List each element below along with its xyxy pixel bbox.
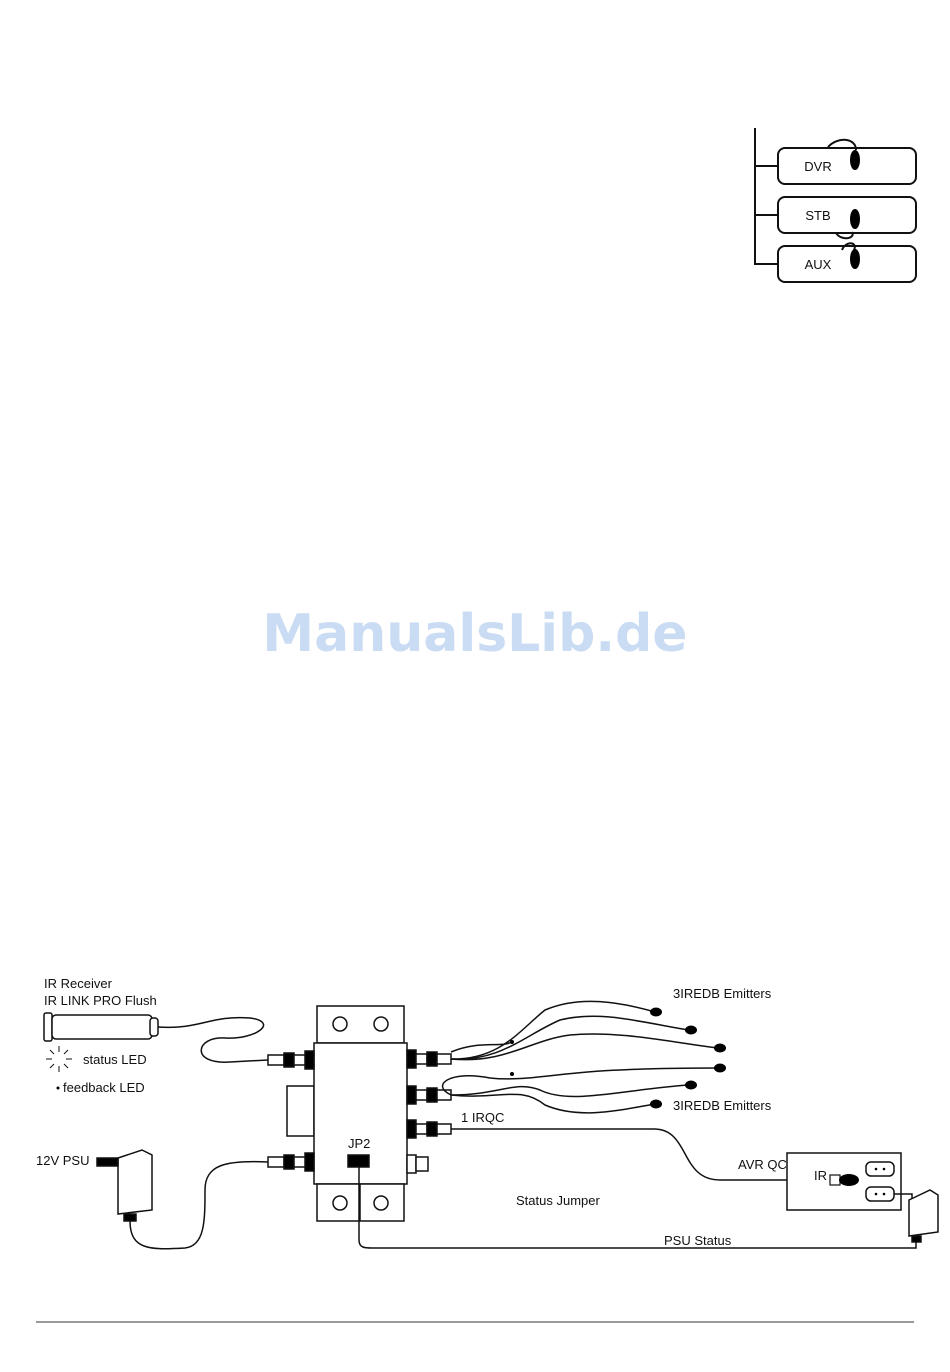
watermark: ManualsLib.de bbox=[262, 604, 687, 664]
dvr-led-icon bbox=[850, 150, 860, 170]
avr-ir-emitter-icon bbox=[839, 1174, 859, 1186]
stb-button-label: STB bbox=[805, 208, 830, 223]
emitter-head-icon bbox=[714, 1044, 726, 1053]
ir-receiver-plug bbox=[268, 1053, 305, 1067]
irqc-cable bbox=[451, 1129, 840, 1180]
stb-button[interactable] bbox=[778, 197, 916, 233]
cable-splice-dot bbox=[510, 1072, 514, 1076]
label-emitters-bottom: 3IREDB Emitters bbox=[673, 1098, 772, 1113]
status-psu-adapter bbox=[909, 1190, 938, 1236]
aux-button[interactable] bbox=[778, 246, 916, 282]
emitter-plug-2 bbox=[416, 1088, 451, 1102]
avr-qc-socket-2 bbox=[866, 1187, 894, 1201]
hub-unit bbox=[287, 1006, 407, 1221]
irqc-plug bbox=[416, 1122, 451, 1136]
emitter-head-icon bbox=[650, 1008, 662, 1017]
dvr-button[interactable] bbox=[778, 148, 916, 184]
cable-splice-dot bbox=[510, 1040, 514, 1044]
port-emitter-1 bbox=[407, 1050, 416, 1068]
stb-led-icon bbox=[850, 209, 860, 229]
ir-receiver-bezel bbox=[44, 1013, 52, 1041]
status-psu-tip bbox=[912, 1236, 921, 1242]
ir-receiver-cap bbox=[150, 1018, 158, 1036]
port-ir-receiver bbox=[305, 1051, 314, 1069]
dvr-button-label: DVR bbox=[804, 159, 831, 174]
port-spare-plug bbox=[416, 1157, 428, 1171]
emitter-head-icon bbox=[685, 1026, 697, 1035]
label-emitters-top: 3IREDB Emitters bbox=[673, 986, 772, 1001]
status-led-icon bbox=[46, 1046, 72, 1072]
jp2-jumper bbox=[348, 1155, 369, 1167]
psu-12v-tip bbox=[124, 1214, 136, 1221]
psu-12v-adapter bbox=[118, 1150, 152, 1214]
port-irqc bbox=[407, 1120, 416, 1138]
label-ir-link-pro: IR LINK PRO Flush bbox=[44, 993, 157, 1008]
label-psu-status: PSU Status bbox=[664, 1233, 732, 1248]
emitter-head-icon bbox=[650, 1100, 662, 1109]
hub-side-tab bbox=[287, 1086, 314, 1136]
emitter-head-icon bbox=[685, 1081, 697, 1090]
label-12v-psu: 12V PSU bbox=[36, 1153, 89, 1168]
emitter-cable bbox=[451, 1085, 688, 1096]
aux-led-icon bbox=[850, 249, 860, 269]
aux-button-label: AUX bbox=[805, 257, 832, 272]
port-emitter-2 bbox=[407, 1086, 416, 1104]
socket-pin-icon bbox=[875, 1168, 878, 1171]
psu-12v-prong bbox=[97, 1158, 118, 1166]
label-status-led: status LED bbox=[83, 1052, 147, 1067]
socket-pin-icon bbox=[875, 1193, 878, 1196]
label-avr-qc: AVR QC bbox=[738, 1157, 787, 1172]
emitter-plug-1 bbox=[416, 1052, 451, 1066]
socket-pin-icon bbox=[883, 1168, 886, 1171]
emitter-cable bbox=[451, 1001, 655, 1059]
avr-qc-socket-1 bbox=[866, 1162, 894, 1176]
port-power bbox=[305, 1153, 314, 1171]
emitter-cable bbox=[443, 1068, 718, 1095]
ir-receiver-body bbox=[52, 1015, 152, 1039]
label-ir-receiver: IR Receiver bbox=[44, 976, 113, 991]
feedback-led-dot-icon bbox=[57, 1087, 60, 1090]
hub-top-bracket bbox=[317, 1006, 404, 1043]
port-spare bbox=[407, 1155, 416, 1173]
label-status-jumper: Status Jumper bbox=[516, 1193, 600, 1208]
ir-receiver bbox=[44, 1013, 158, 1041]
emitter-cable bbox=[451, 1034, 718, 1060]
avr-ir-plug bbox=[830, 1175, 840, 1185]
ir-receiver-cable bbox=[158, 1018, 268, 1063]
label-ir: IR bbox=[814, 1168, 827, 1183]
button-panel bbox=[755, 128, 916, 282]
label-feedback-led: feedback LED bbox=[63, 1080, 145, 1095]
emitter-head-icon bbox=[714, 1064, 726, 1073]
label-jp2: JP2 bbox=[348, 1136, 370, 1151]
label-irqc: 1 IRQC bbox=[461, 1110, 504, 1125]
power-plug bbox=[268, 1155, 305, 1169]
wiring-diagram bbox=[44, 1001, 938, 1248]
socket-pin-icon bbox=[883, 1193, 886, 1196]
